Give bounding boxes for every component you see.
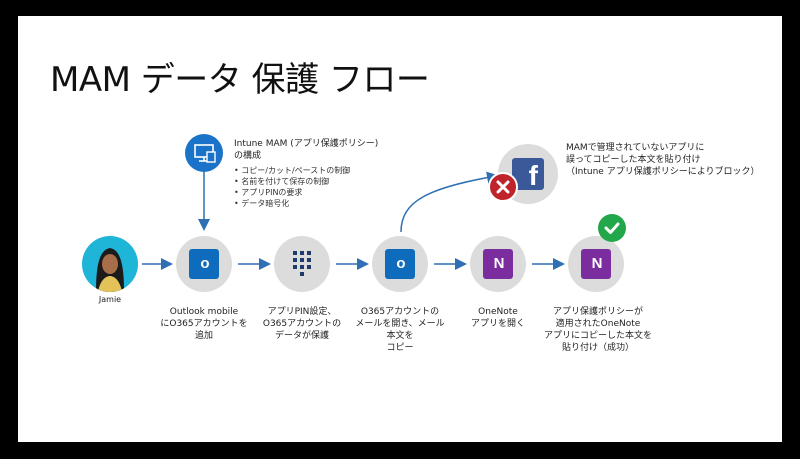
- outlook-icon: o: [385, 249, 415, 279]
- blocked-note: MAMで管理されていないアプリに 誤ってコピーした本文を貼り付け （Intune…: [566, 143, 760, 177]
- policy-bullet: コピー/カット/ペーストの制御: [234, 165, 350, 176]
- policy-heading: Intune MAM (アプリ保護ポリシー) の構成: [234, 139, 379, 161]
- policy-bullet: データ暗号化: [234, 198, 350, 209]
- user-name: Jamie: [98, 295, 122, 304]
- step-copy-node: o: [372, 236, 428, 292]
- user-avatar: [82, 236, 138, 292]
- policy-icon: [185, 134, 223, 172]
- step-pin-node: [274, 236, 330, 292]
- slide: MAM データ 保護 フロー Intune MAM (アプリ保護ポリシー) の構…: [18, 16, 782, 442]
- page-title: MAM データ 保護 フロー: [50, 60, 430, 100]
- step-paste-node: N: [568, 236, 624, 292]
- flow-connectors: [142, 171, 565, 270]
- step-label: O365アカウントの メールを開き、メール 本文を コピー: [355, 307, 445, 353]
- step-outlook-node: o: [176, 236, 232, 292]
- step-label: アプリ保護ポリシーが 適用されたOneNote アプリにコピーした本文を 貼り付…: [543, 307, 652, 353]
- policy-bullet: アプリPINの要求: [234, 187, 350, 198]
- onenote-icon: N: [581, 249, 611, 279]
- success-check-icon: [598, 214, 626, 242]
- onenote-icon: N: [483, 249, 513, 279]
- keypad-icon: [293, 251, 311, 276]
- step-label: Outlook mobile にO365アカウントを 追加: [160, 307, 248, 341]
- policy-bullet-list: コピー/カット/ペーストの制御 名前を付けて保存の制御 アプリPINの要求 デー…: [234, 165, 350, 209]
- step-label: OneNote アプリを開く: [470, 307, 525, 329]
- policy-bullet: 名前を付けて保存の制御: [234, 176, 350, 187]
- step-onenote-node: N: [470, 236, 526, 292]
- outlook-icon: o: [189, 249, 219, 279]
- blocked-icon: [488, 172, 518, 202]
- arrow-copy-to-facebook: [400, 171, 499, 233]
- step-label: アプリPIN設定、 O365アカウントの データが保護: [262, 307, 342, 341]
